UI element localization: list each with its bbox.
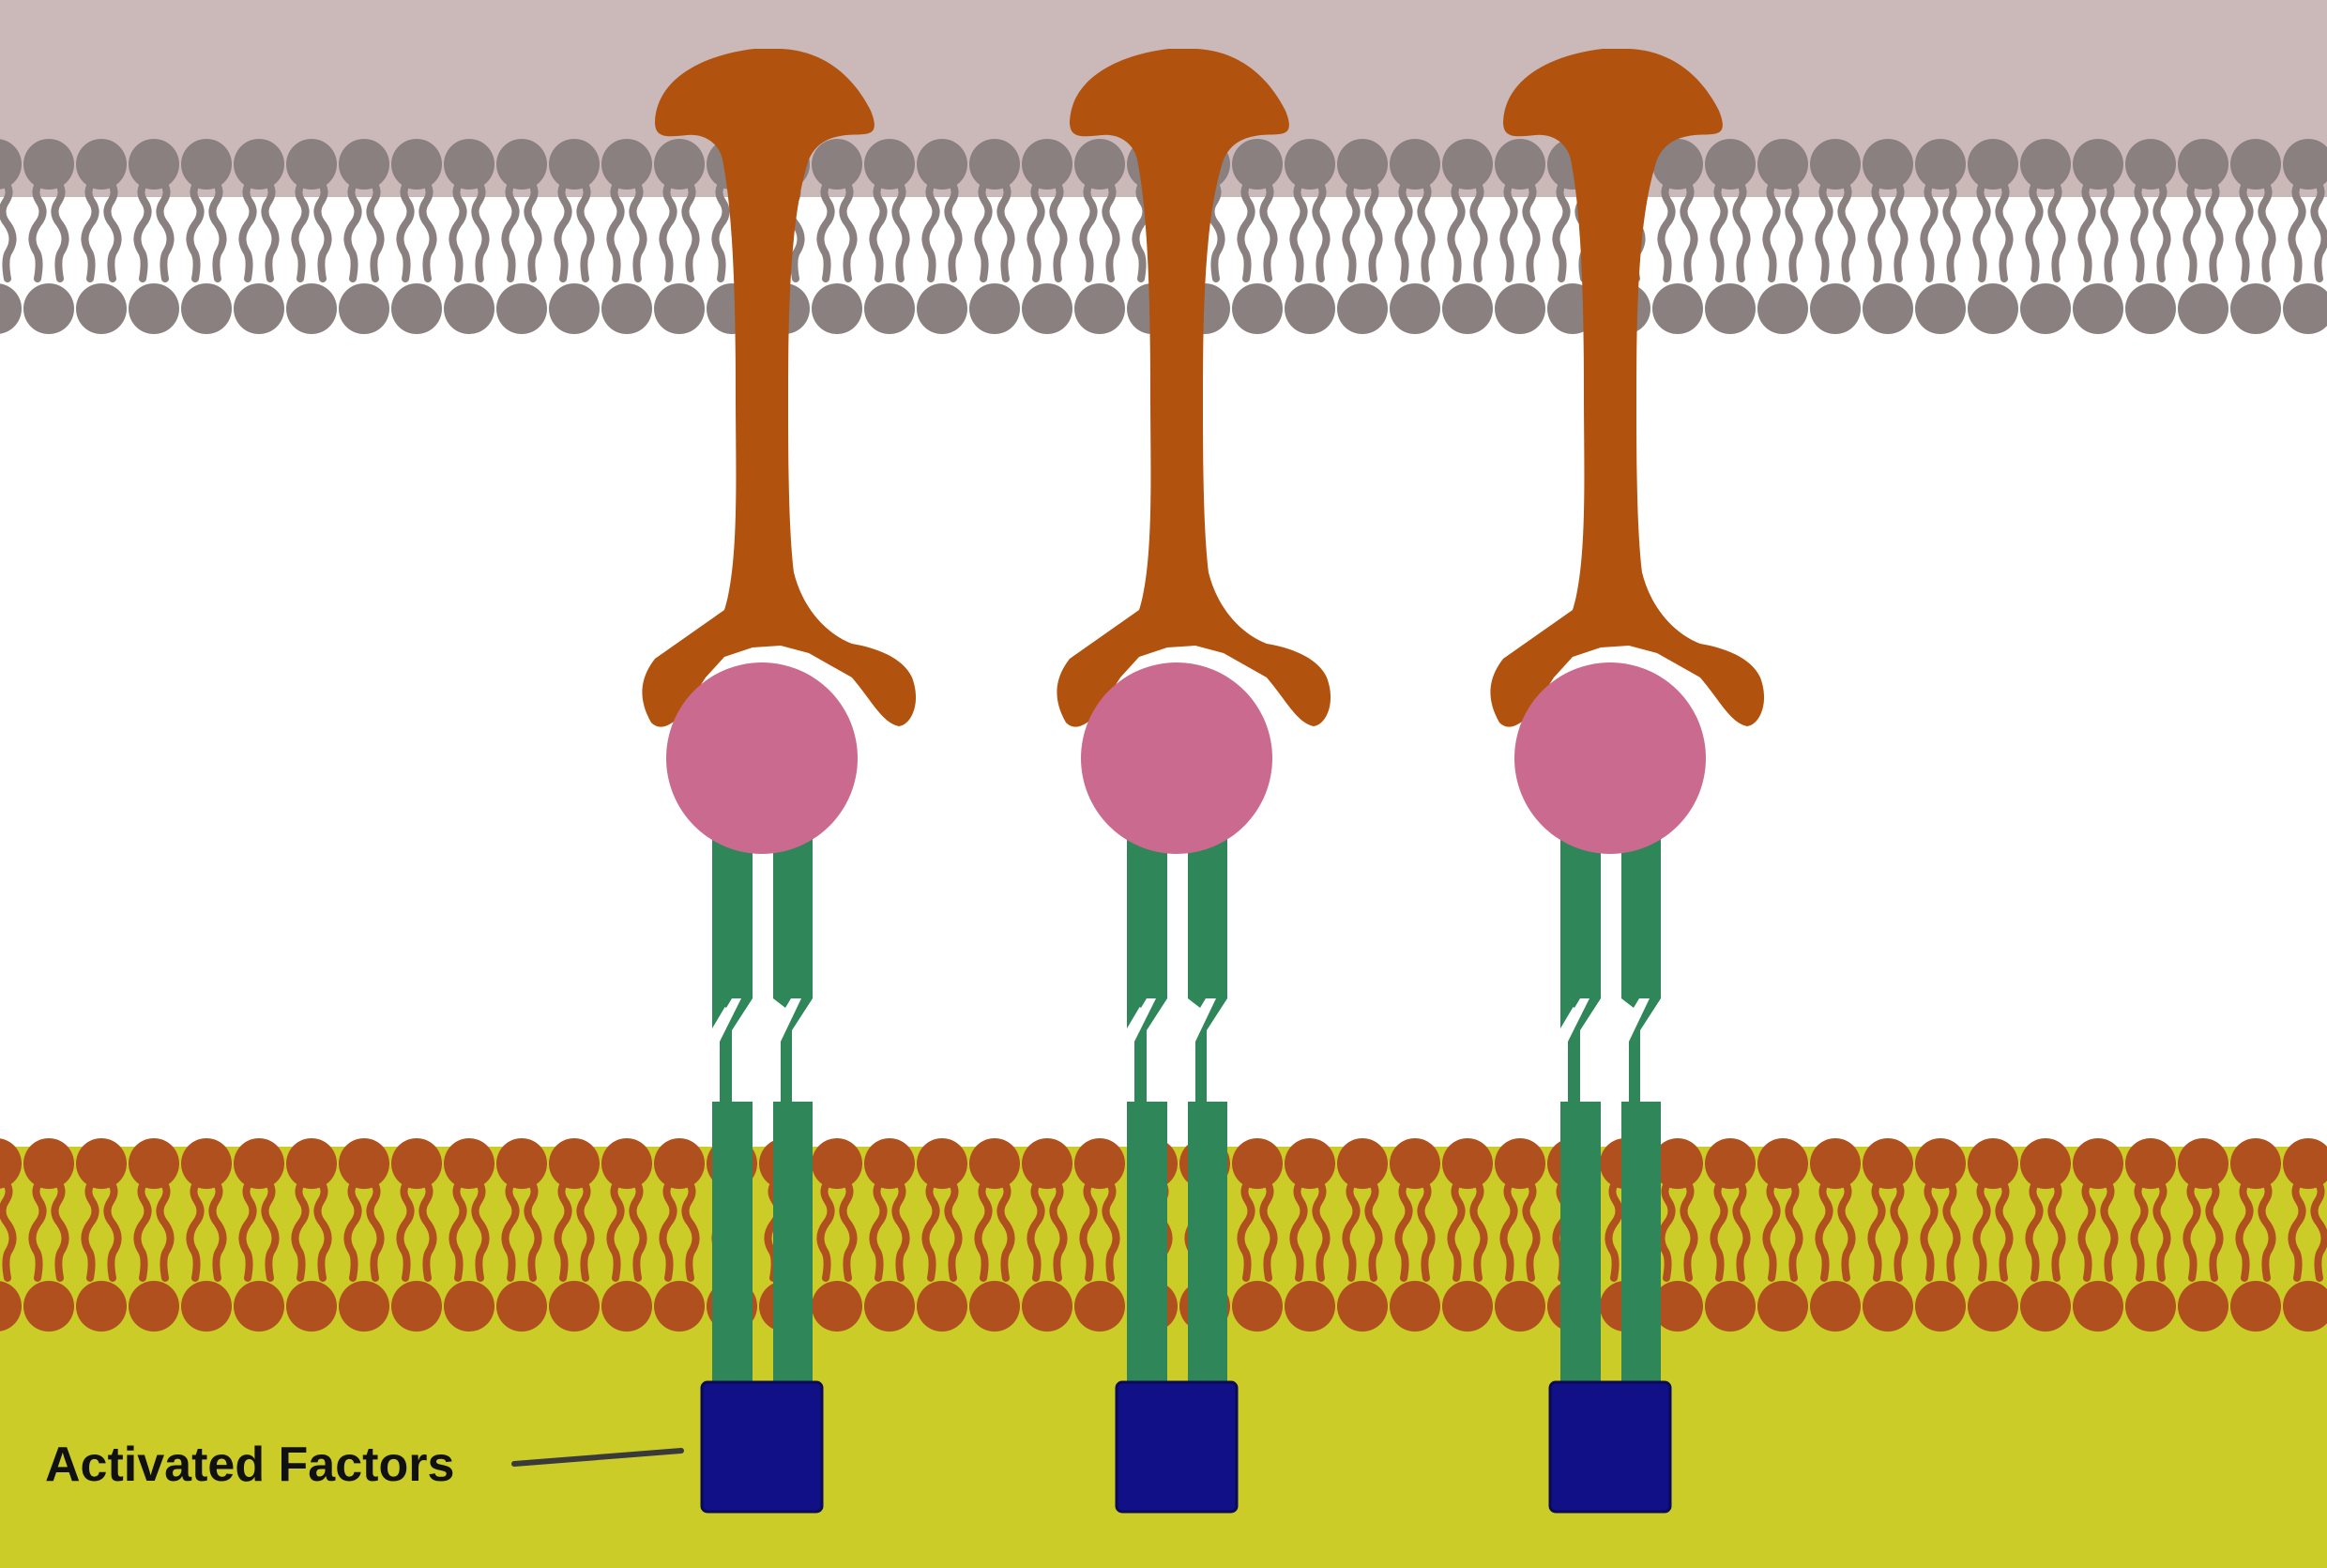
activated-factors-label: Activated Factors xyxy=(45,1438,454,1492)
leader-line xyxy=(511,1448,684,1467)
